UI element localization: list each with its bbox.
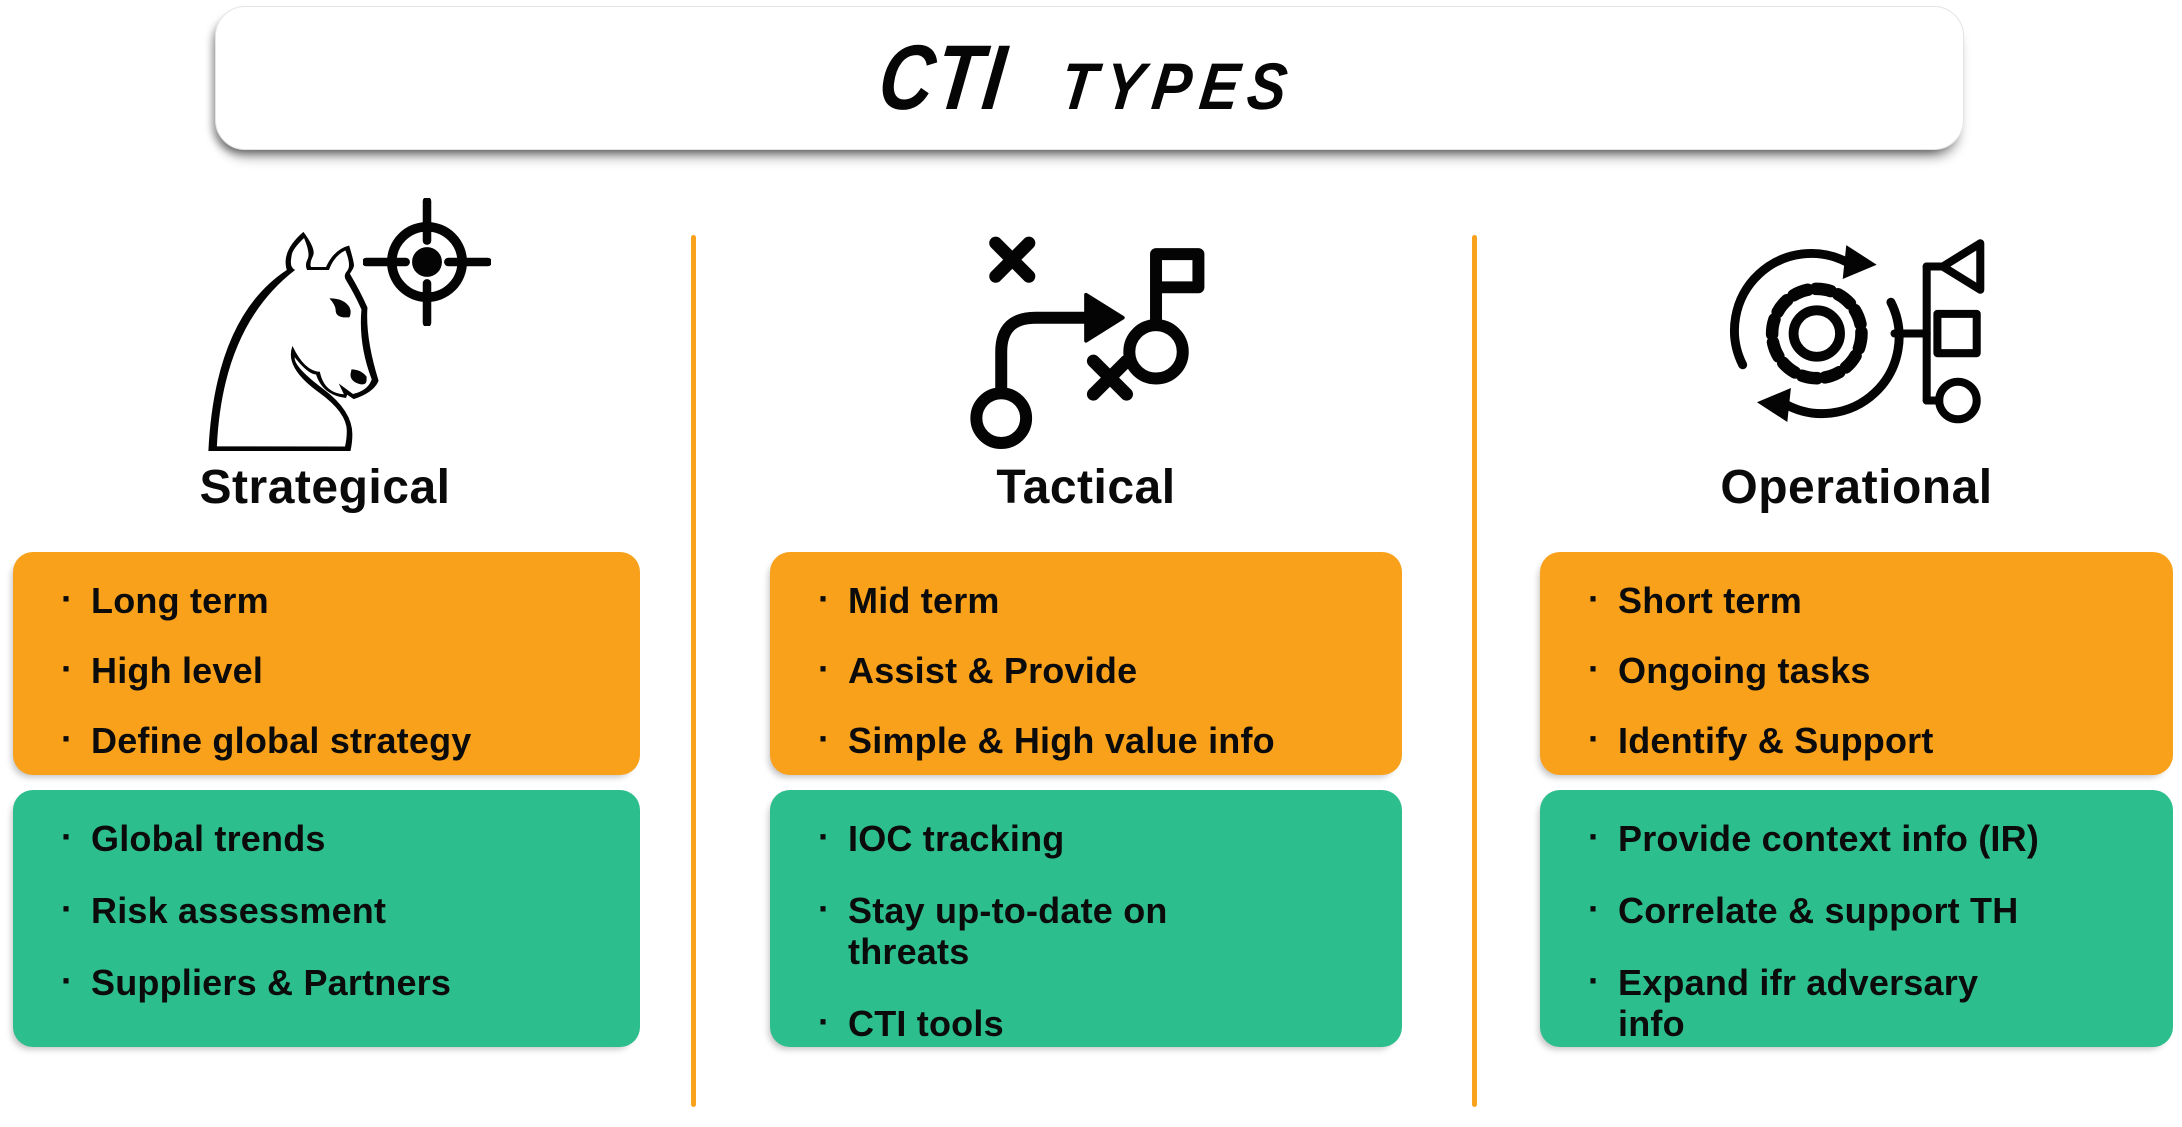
bullet-dot: · [818, 888, 830, 930]
column-divider-right [1472, 235, 1477, 1107]
list-item: · Suppliers & Partners [61, 960, 452, 1004]
bullet-dot: · [61, 888, 73, 930]
gear-cycle-flowchart-icon [1729, 239, 1984, 424]
column-operational: Operational · Short term · Ongoing tasks… [1540, 160, 2173, 1107]
bullet-dot: · [818, 648, 830, 690]
list-item: · Ongoing tasks [1588, 648, 1871, 692]
page-title: CTI TYPES [860, 26, 1320, 131]
heading-tactical: Tactical [996, 461, 1176, 514]
list-item: · Identify & Support [1588, 718, 1934, 762]
list-item: · Assist & Provide [818, 648, 1138, 692]
list-item: · Stay up-to-date on threats [818, 888, 1168, 973]
list-item: · Provide context info (IR) [1588, 816, 2040, 859]
list-item: · Risk assessment [61, 888, 387, 932]
bullet-dot: · [1588, 578, 1600, 619]
bullet-dot: · [1588, 648, 1600, 690]
list-item: · IOC tracking [818, 816, 1065, 859]
list-item: · Long term [61, 578, 269, 621]
tactical-orange-card: · Mid term · Assist & Provide · Simple &… [770, 552, 1402, 775]
bullet-dot: · [1588, 816, 1600, 857]
list-item: · Global trends [61, 816, 326, 859]
tactical-orange-list: · Mid term · Assist & Provide · Simple &… [814, 578, 1386, 762]
list-item: · Expand ifr adversary info [1588, 960, 1979, 1045]
title-part-cti: CTI [873, 26, 1013, 129]
bullet-dot: · [61, 960, 73, 1002]
bullet-dot: · [818, 578, 830, 619]
column-tactical: Tactical · Mid term · Assist & Provide ·… [770, 160, 1402, 1107]
strategical-orange-list: · Long term · High level · Define global… [57, 578, 624, 762]
bullet-dot: · [61, 578, 73, 619]
bullet-dot: · [818, 816, 830, 857]
list-item: · Simple & High value info [818, 718, 1275, 762]
strategical-icon-area: ♘ [10, 173, 640, 522]
operational-green-card: · Provide context info (IR) · Correlate … [1540, 790, 2173, 1047]
tactical-icon-area [770, 212, 1402, 464]
heading-operational: Operational [1720, 461, 1993, 514]
bullet-dot: · [61, 648, 73, 690]
operational-icon-area [1540, 212, 2173, 464]
strategical-green-card: · Global trends · Risk assessment · Supp… [13, 790, 640, 1047]
operational-orange-list: · Short term · Ongoing tasks · Identify … [1584, 578, 2157, 762]
strategical-green-list: · Global trends · Risk assessment · Supp… [57, 816, 624, 1004]
heading-strategical: Strategical [199, 461, 451, 514]
target-crosshair-icon [363, 198, 491, 326]
bullet-dot: · [1588, 960, 1600, 1002]
list-item: · High level [61, 648, 264, 692]
bullet-dot: · [61, 718, 73, 760]
bullet-dot: · [818, 1001, 830, 1043]
tactical-green-card: · IOC tracking · Stay up-to-date on thre… [770, 790, 1402, 1047]
title-part-types: TYPES [1056, 48, 1301, 123]
operational-orange-card: · Short term · Ongoing tasks · Identify … [1540, 552, 2173, 775]
operational-green-list: · Provide context info (IR) · Correlate … [1584, 816, 2157, 1045]
list-item: · Short term [1588, 578, 1803, 621]
tactical-green-list: · IOC tracking · Stay up-to-date on thre… [814, 816, 1386, 1045]
column-strategical: ♘ Strategical · Long ter [10, 160, 640, 1107]
column-divider-left [691, 235, 696, 1107]
title-card: CTI TYPES [215, 6, 1964, 150]
bullet-dot: · [1588, 888, 1600, 930]
bullet-dot: · [818, 718, 830, 760]
list-item: · Mid term [818, 578, 1000, 621]
list-item: · Define global strategy [61, 718, 472, 762]
tactics-play-plan-icon [970, 236, 1205, 450]
bullet-dot: · [1588, 718, 1600, 760]
strategical-orange-card: · Long term · High level · Define global… [13, 552, 640, 775]
list-item: · CTI tools [818, 1001, 1004, 1045]
bullet-dot: · [61, 816, 73, 857]
list-item: · Correlate & support TH [1588, 888, 2019, 932]
